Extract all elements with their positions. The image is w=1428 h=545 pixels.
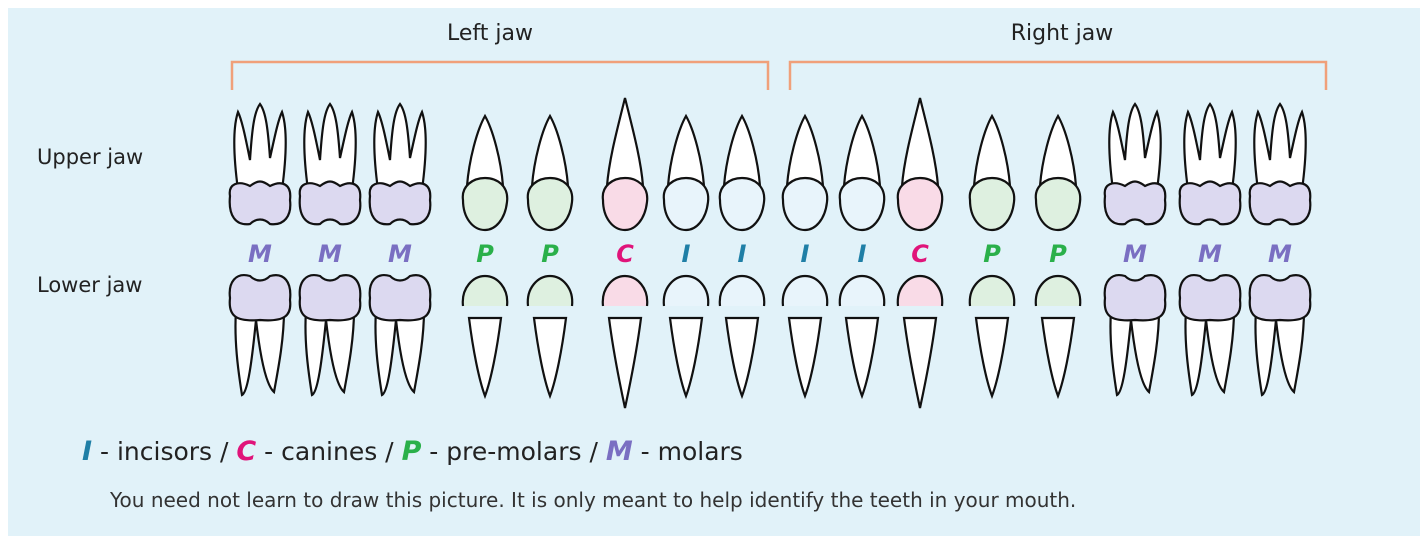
upper-tooth bbox=[1250, 104, 1311, 224]
legend-molar-text: - molars bbox=[633, 437, 743, 466]
lower-tooth bbox=[230, 275, 291, 395]
legend-premolar-text: - pre-molars / bbox=[421, 437, 605, 466]
lower-tooth bbox=[970, 276, 1014, 396]
tooth-type-letter: I bbox=[738, 240, 747, 268]
lower-tooth bbox=[370, 275, 431, 395]
lower-tooth bbox=[603, 276, 647, 408]
legend-premolar-letter: P bbox=[402, 436, 422, 467]
upper-tooth bbox=[300, 104, 361, 224]
legend-incisor-text: - incisors / bbox=[92, 437, 236, 466]
upper-tooth bbox=[1036, 116, 1080, 230]
tooth-type-letter: M bbox=[1198, 240, 1222, 268]
tooth-type-letter: P bbox=[983, 240, 1001, 268]
upper-tooth bbox=[528, 116, 572, 230]
upper-tooth bbox=[898, 98, 942, 230]
lower-tooth bbox=[1105, 275, 1166, 395]
upper-tooth bbox=[783, 116, 827, 230]
tooth-type-letter: P bbox=[476, 240, 494, 268]
tooth-type-letter: P bbox=[541, 240, 559, 268]
tooth-type-letter: C bbox=[616, 240, 634, 268]
upper-tooth bbox=[1105, 104, 1166, 224]
lower-tooth bbox=[720, 276, 764, 396]
legend-molar-letter: M bbox=[606, 436, 633, 467]
upper-tooth bbox=[970, 116, 1014, 230]
lower-tooth bbox=[783, 276, 827, 396]
lower-tooth bbox=[463, 276, 507, 396]
lower-tooth bbox=[1250, 275, 1311, 395]
lower-tooth bbox=[840, 276, 884, 396]
upper-tooth bbox=[463, 116, 507, 230]
lower-tooth bbox=[300, 275, 361, 395]
lower-tooth bbox=[528, 276, 572, 396]
tooth-type-letter: I bbox=[858, 240, 867, 268]
upper-tooth bbox=[603, 98, 647, 230]
legend-canine-letter: C bbox=[236, 436, 256, 467]
upper-jaw-label: Upper jaw bbox=[37, 145, 143, 169]
legend-incisor-letter: I bbox=[82, 436, 92, 467]
tooth-type-letter: M bbox=[1268, 240, 1292, 268]
right-jaw-title: Right jaw bbox=[1011, 21, 1114, 46]
tooth-type-letter: M bbox=[248, 240, 272, 268]
lower-tooth bbox=[1180, 275, 1241, 395]
left-jaw-bracket bbox=[232, 62, 768, 90]
right-jaw-bracket bbox=[790, 62, 1326, 90]
lower-tooth bbox=[664, 276, 708, 396]
tooth-type-letter: M bbox=[1123, 240, 1147, 268]
tooth-type-letter: I bbox=[682, 240, 691, 268]
tooth-type-letter: M bbox=[318, 240, 342, 268]
upper-tooth bbox=[840, 116, 884, 230]
upper-tooth bbox=[664, 116, 708, 230]
upper-tooth bbox=[370, 104, 431, 224]
tooth-type-letter: P bbox=[1049, 240, 1067, 268]
lower-tooth bbox=[1036, 276, 1080, 396]
diagram-note: You need not learn to draw this picture.… bbox=[110, 488, 1076, 512]
tooth-type-legend: I - incisors / C - canines / P - pre-mol… bbox=[82, 436, 743, 467]
upper-tooth bbox=[720, 116, 764, 230]
tooth-type-letter: M bbox=[388, 240, 412, 268]
lower-tooth bbox=[898, 276, 942, 408]
upper-tooth bbox=[230, 104, 291, 224]
tooth-type-letter: C bbox=[911, 240, 929, 268]
legend-canine-text: - canines / bbox=[256, 437, 401, 466]
lower-jaw-label: Lower jaw bbox=[37, 273, 142, 297]
tooth-type-letter: I bbox=[801, 240, 810, 268]
left-jaw-title: Left jaw bbox=[447, 21, 533, 46]
upper-tooth bbox=[1180, 104, 1241, 224]
